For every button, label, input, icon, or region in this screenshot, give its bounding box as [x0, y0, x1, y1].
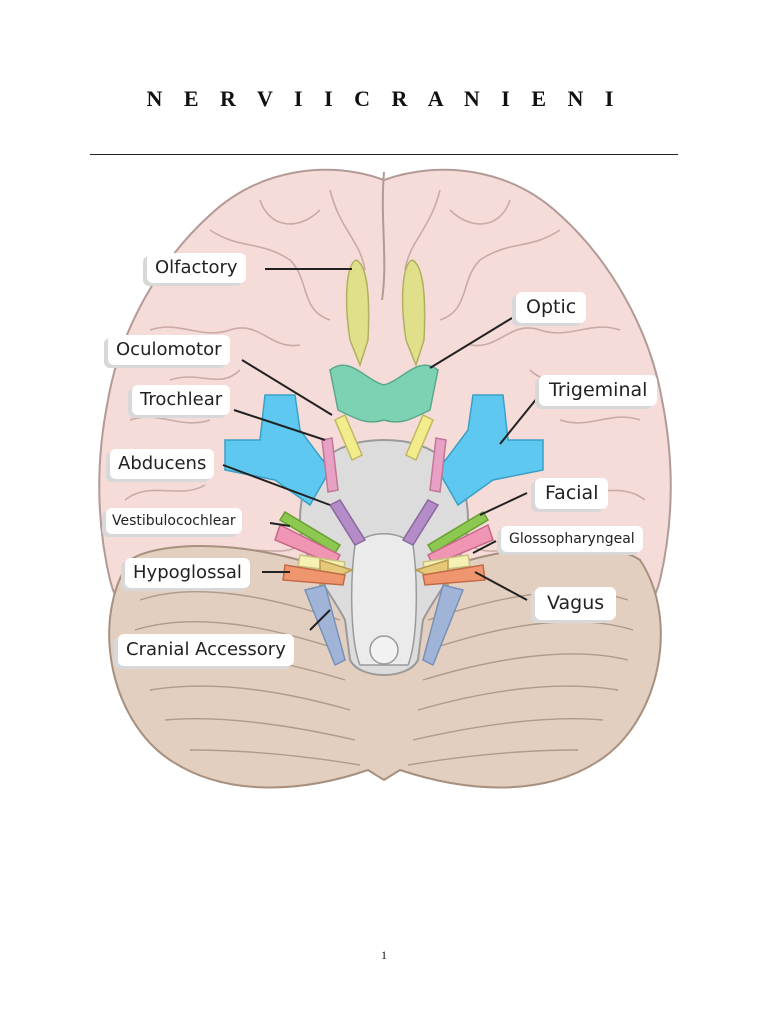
page-title: N E R V I I C R A N I E N I	[146, 86, 622, 111]
hypoglossal-nerve-shape	[282, 564, 486, 586]
page-number: 1	[381, 948, 387, 962]
label-oculomotor: Oculomotor	[108, 335, 230, 365]
cranial-accessory-nerve-shape	[303, 584, 465, 667]
leader-lines	[222, 268, 543, 631]
label-olfactory: Olfactory	[147, 253, 246, 283]
olfactory-nerve-shape-right	[401, 259, 426, 368]
label-hypoglossal: Hypoglossal	[125, 558, 250, 588]
label-glossopharyngeal: Glossopharyngeal	[501, 526, 643, 552]
label-trochlear: Trochlear	[132, 385, 231, 415]
trigeminal-nerve-shape-left	[224, 394, 331, 507]
label-vagus: Vagus	[535, 587, 617, 620]
label-optic: Optic	[516, 292, 587, 323]
title-divider	[90, 154, 678, 155]
label-abducens: Abducens	[110, 449, 215, 479]
label-vestibulocochlear: Vestibulocochlear	[106, 508, 242, 534]
abducens-nerve-shape	[328, 499, 440, 546]
olfactory-nerve-shape-left	[345, 259, 370, 368]
label-cranial-accessory: Cranial Accessory	[118, 634, 294, 666]
label-facial: Facial	[535, 478, 609, 509]
label-trigeminal: Trigeminal	[539, 375, 658, 406]
trigeminal-nerve-shape-right	[437, 394, 544, 507]
oculomotor-nerve-shape	[334, 413, 434, 462]
trochlear-nerve-shape	[321, 437, 447, 493]
optic-nerve-shape	[329, 364, 439, 423]
